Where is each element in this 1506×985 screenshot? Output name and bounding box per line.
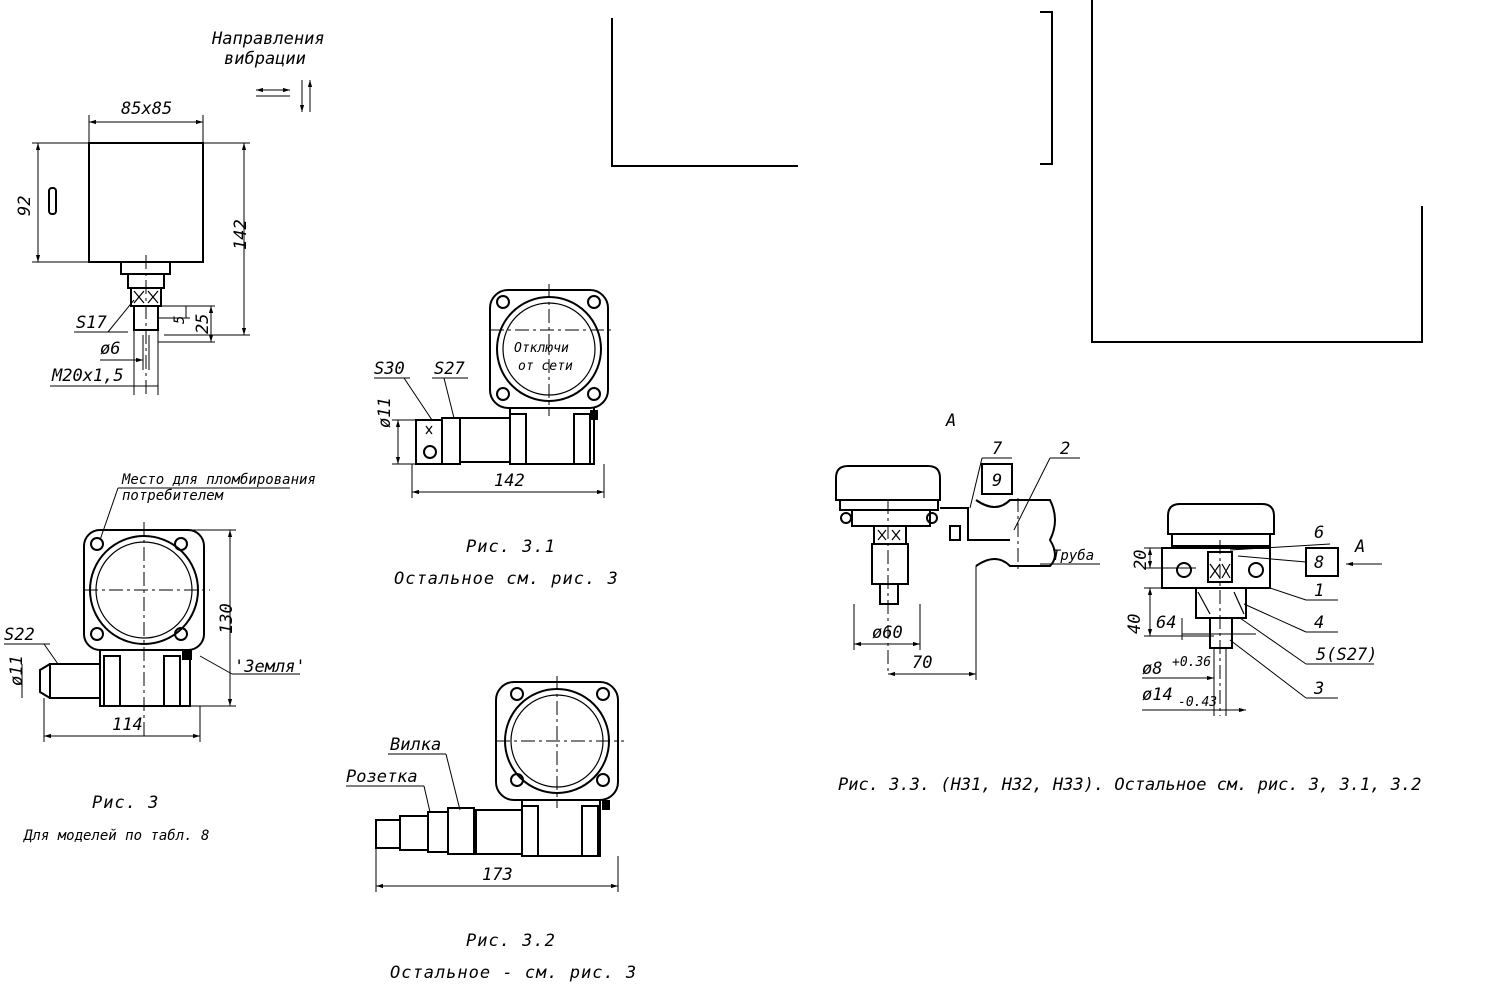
pos-7: 7: [992, 439, 1003, 459]
housing-slot: [48, 187, 57, 215]
dim-d14: ø14: [1142, 685, 1173, 705]
fig-3-2: Вилка Розетка 173 Рис. 3.2 Остальное - с…: [346, 676, 637, 983]
dim-d8-tol: +0.36: [1172, 655, 1211, 670]
fig33-right-top: [1167, 503, 1275, 535]
fig33-caption: Рис. 3.3. (Н31, Н32, Н33). Остальное см.…: [838, 775, 1421, 795]
fig33-bracket: [940, 507, 1010, 541]
fig3-caption: Рис. 3: [92, 793, 159, 813]
dim-d60: ø60: [872, 623, 903, 643]
fig-top-left: Направления вибрации 85x85 92 142: [15, 29, 325, 395]
vibration-label-2: вибрации: [224, 49, 306, 69]
dim-d6: ø6: [100, 339, 120, 359]
dim-92: 92: [15, 196, 35, 216]
pos-9: 9: [992, 471, 1002, 491]
pipe-section: [975, 499, 1056, 567]
dim-142: 142: [231, 219, 251, 250]
dim-142-fig31: 142: [494, 471, 525, 491]
dim-d11-fig31: ø11: [375, 397, 395, 428]
pos-3: 3: [1313, 679, 1324, 699]
pos-1: 1: [1314, 581, 1324, 601]
frame-left: [611, 18, 798, 167]
vibration-label-1: Направления: [211, 29, 325, 49]
fig33-fitting: [871, 543, 909, 585]
fig33-housing-top: [835, 465, 941, 501]
dim-85x85: 85x85: [121, 99, 172, 119]
pipe-label: Труба: [1052, 548, 1094, 564]
empty-frames: [611, 0, 1423, 343]
fig-3-1: Отключи от сети S30 S27 ø11 142 Рис. 3.1…: [374, 284, 619, 589]
cover-text-1: Отключи: [514, 341, 569, 356]
dim-s17: S17: [76, 313, 107, 333]
ground-label: 'Земля': [234, 657, 306, 677]
fig32-caption: Рис. 3.2: [466, 931, 556, 951]
dim-130: 130: [217, 603, 237, 634]
dim-s30: S30: [374, 359, 405, 379]
dim-m20: M20x1,5: [51, 366, 124, 386]
pos-2: 2: [1060, 439, 1070, 459]
dim-d8: ø8: [1142, 659, 1162, 679]
dim-d14-tol: -0.43: [1178, 695, 1217, 710]
fig-3-3: А 9 7 2 Труба ø60 70: [835, 411, 1421, 795]
dim-20: 20: [1131, 550, 1151, 570]
pos-6: 6: [1314, 523, 1324, 543]
view-label-a: А: [945, 411, 956, 431]
dim-70: 70: [912, 653, 932, 673]
dim-114: 114: [112, 715, 143, 735]
fig3-caption-2: Для моделей по табл. 8: [23, 828, 209, 844]
fig32-caption-2: Остальное - см. рис. 3: [390, 963, 637, 983]
frame-right: [1091, 0, 1423, 343]
dim-173: 173: [482, 865, 513, 885]
fig31-caption: Рис. 3.1: [466, 537, 556, 557]
fig31-caption-2: Остальное см. рис. 3: [394, 569, 619, 589]
pos-4: 4: [1314, 613, 1324, 633]
plug-label: Вилка: [390, 735, 441, 755]
dim-5: 5: [172, 316, 188, 324]
dim-64: 64: [1156, 613, 1176, 633]
socket-label: Розетка: [346, 767, 418, 787]
pos-8: 8: [1314, 553, 1324, 573]
dim-40: 40: [1125, 614, 1145, 634]
seal-label-1: Место для пломбирования: [121, 472, 316, 488]
vibration-arrows-icon: [256, 80, 313, 112]
dim-d11-fig3: ø11: [7, 655, 27, 686]
dim-s27: S27: [434, 359, 465, 379]
sensor-housing: [88, 142, 204, 263]
frame-bracket: [1040, 11, 1053, 165]
pos-5: 5(S27): [1316, 645, 1377, 665]
seal-label-2: потребителем: [122, 488, 224, 504]
fig3-gland: [49, 663, 101, 699]
dim-25: 25: [193, 314, 213, 334]
cover-text-2: от сети: [518, 359, 573, 374]
fig-3: Место для пломбирования потребителем S22…: [4, 472, 316, 844]
view-label-a-right: А: [1354, 537, 1365, 557]
fig3-base: [99, 650, 191, 707]
dim-s22: S22: [4, 625, 35, 645]
